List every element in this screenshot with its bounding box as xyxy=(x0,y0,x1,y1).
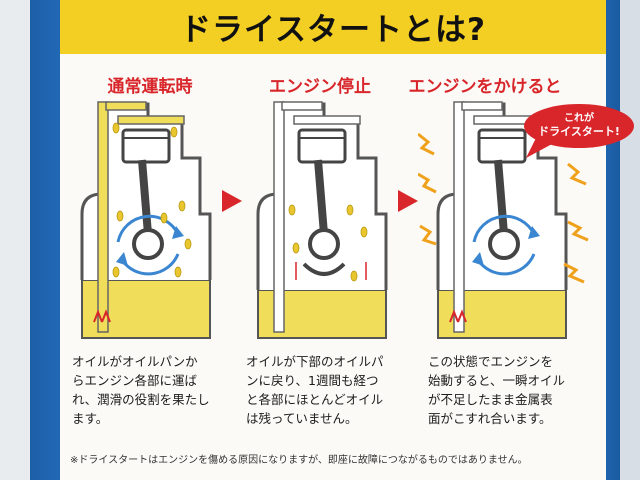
desc-engine-stop: オイルが下部のオイルパンに戻り、1週間も経つ と各部にほとんどオイルは残っていま… xyxy=(246,352,406,428)
callout-line2: ドライスタート! xyxy=(538,125,620,138)
callout-bubble: これが ドライスタート! xyxy=(522,102,636,162)
engine-diagram-stopped xyxy=(254,94,394,344)
blue-frame-right xyxy=(606,0,640,480)
engine-diagram-normal xyxy=(78,94,218,344)
blue-frame-left xyxy=(0,0,60,480)
callout-line1: これが xyxy=(564,111,595,124)
footnote: ※ドライスタートはエンジンを傷める原因になりますが、即座に故障につながるものでは… xyxy=(70,451,600,466)
desc-normal-operation: オイルがオイルパンからエンジン各部に運ば れ、潤滑の役割を果たします。 xyxy=(72,352,232,428)
arrow-right-icon xyxy=(396,188,420,214)
arrow-right-icon xyxy=(220,188,244,214)
page-title: ドライスタートとは? xyxy=(60,4,606,49)
desc-engine-start: この状態でエンジンを始動すると、一瞬オイル が不足したまま金属表面がこすれ合いま… xyxy=(428,352,588,428)
